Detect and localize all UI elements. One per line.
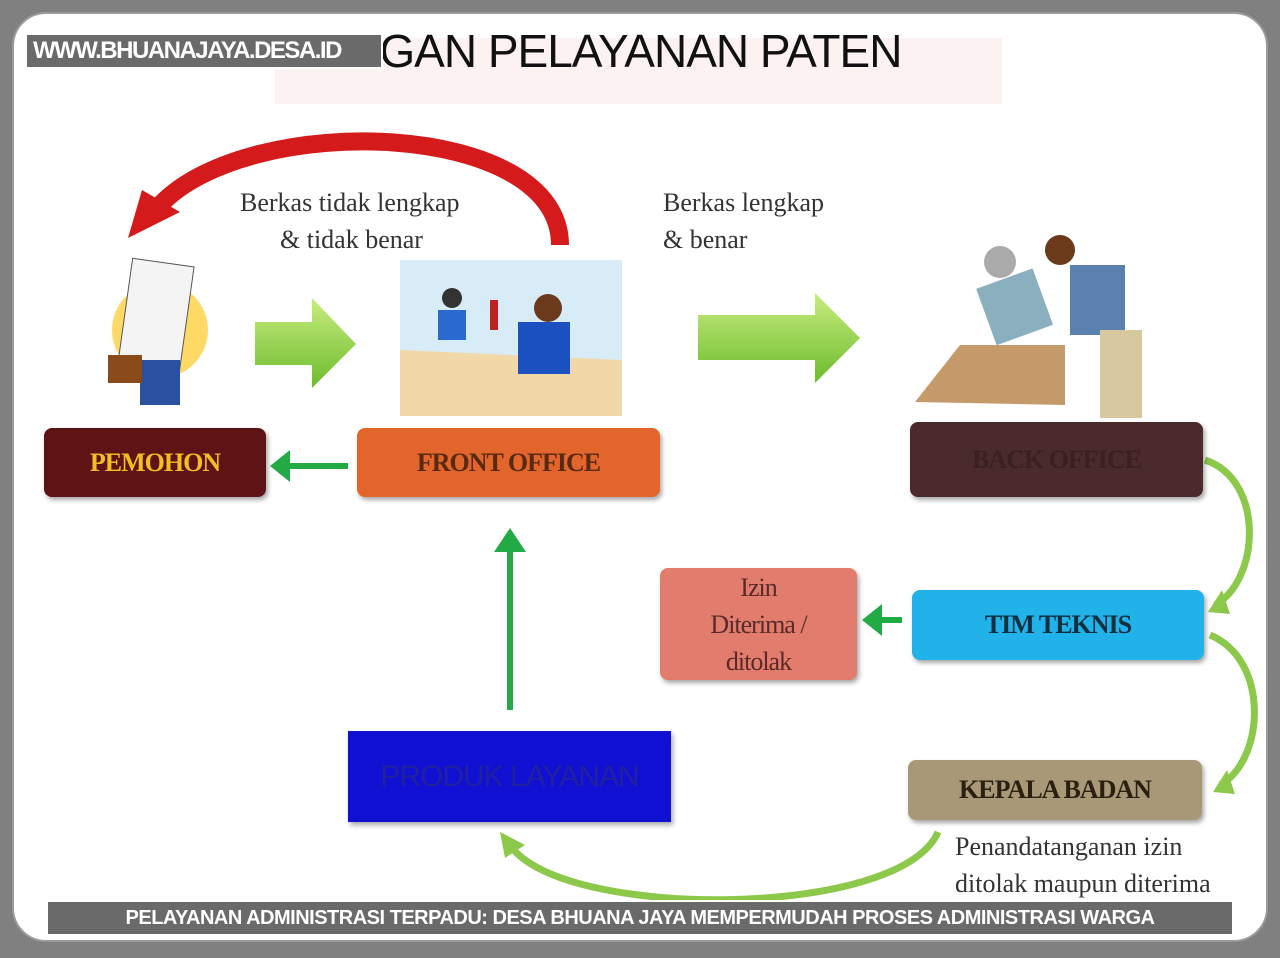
arrow-head xyxy=(1213,770,1235,794)
diagram-title: BAGAN PELAYANAN PATEN xyxy=(320,25,902,77)
arrow-head xyxy=(500,832,525,858)
arrow-head xyxy=(270,450,290,482)
izin-line: ditolak xyxy=(725,646,792,676)
return-arrow-red xyxy=(153,132,569,246)
arrow-front-to-back xyxy=(698,293,860,383)
arrow-kepala-to-produk xyxy=(507,830,942,904)
izin-line: Diterima / xyxy=(710,609,807,639)
note-line: Berkas tidak lengkap xyxy=(240,188,460,217)
note-signing: Penandatanganan izin ditolak maupun dite… xyxy=(955,828,1211,902)
arrow-tim-to-kepala xyxy=(1208,631,1258,789)
caption-banner: PELAYANAN ADMINISTRASI TERPADU: DESA BHU… xyxy=(46,900,1234,936)
arrow-back-to-tim xyxy=(1203,456,1253,609)
watermark-site: WWW.BHUANAJAYA.DESA.ID xyxy=(25,33,383,69)
box-kepala-badan: KEPALA BADAN xyxy=(908,760,1202,820)
box-front-office: FRONT OFFICE xyxy=(357,428,660,497)
arrow-pemohon-to-front xyxy=(255,298,356,388)
box-back-office: BACK OFFICE xyxy=(910,422,1203,497)
note-line: & tidak benar xyxy=(280,225,423,254)
note-incomplete: Berkas tidak lengkap & tidak benar xyxy=(240,184,460,258)
note-line: Penandatanganan izin xyxy=(955,832,1183,861)
box-pemohon: PEMOHON xyxy=(44,428,266,497)
return-arrow-head xyxy=(128,190,180,238)
note-line: ditolak maupun diterima xyxy=(955,869,1211,898)
note-line: & benar xyxy=(663,225,748,254)
box-tim-teknis: TIM TEKNIS xyxy=(912,590,1204,660)
front-office-illustration xyxy=(400,260,622,416)
izin-line: Izin xyxy=(740,572,777,602)
box-produk-layanan: PRODUK LAYANAN xyxy=(348,731,671,822)
arrow-head xyxy=(494,528,526,552)
box-izin: Izin Diterima / ditolak xyxy=(660,568,857,680)
title-band xyxy=(275,38,1002,104)
note-complete: Berkas lengkap & benar xyxy=(663,184,824,258)
back-office-illustration xyxy=(915,235,1142,418)
arrow-head xyxy=(1208,590,1230,614)
note-line: Berkas lengkap xyxy=(663,188,825,217)
arrow-head xyxy=(862,604,882,636)
applicant-illustration xyxy=(108,257,208,405)
